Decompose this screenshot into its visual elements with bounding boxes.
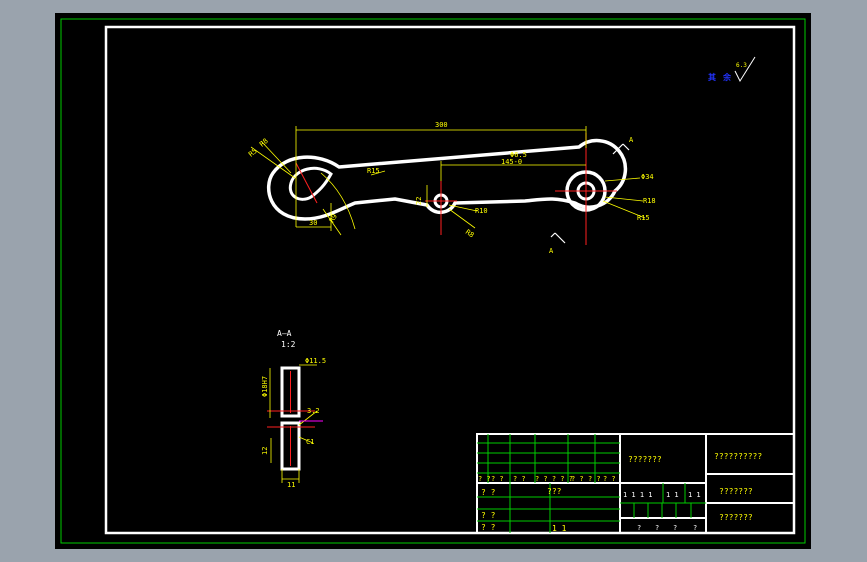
roughness-label-b: 余 xyxy=(722,72,732,82)
section-roughness: 3.2 xyxy=(307,407,320,415)
dim-r9: R9 xyxy=(328,213,339,224)
dim-r5-left: R5 xyxy=(247,147,259,159)
tb-sign-row-3: ? ? ? ? ? xyxy=(535,475,573,483)
tb-material: ??????? xyxy=(719,487,753,496)
dim-r10: R10 xyxy=(475,207,488,215)
section-view-aa[interactable]: A—A 1:2 xyxy=(261,329,326,489)
section-cut-marks xyxy=(550,143,630,244)
section-body-bottom xyxy=(280,421,301,471)
dim-width-30: 30 xyxy=(309,219,317,227)
section-a-bottom: A xyxy=(549,247,554,255)
tb-sign-row-0: ? ? xyxy=(478,475,491,483)
tb-sign-row-5: ? ? xyxy=(588,475,601,483)
tb-mid-label: ??? xyxy=(547,487,562,496)
title-block[interactable]: ??????? ?????????? ??????? ??????? ? ? ?… xyxy=(476,433,795,534)
tb-row-label-1: ? ? xyxy=(481,511,496,520)
center-lines xyxy=(295,133,617,245)
lever-part-view[interactable]: A A 300 Φ6.5 145-0 Φ34 R18 R15 R15 R8 R5… xyxy=(247,121,656,255)
dim-hole-spacing: 145-0 xyxy=(501,158,522,166)
dim-r15-right: R15 xyxy=(637,214,650,222)
lever-slot xyxy=(288,166,333,201)
tb-scale-1: 1 1 xyxy=(666,491,679,499)
roughness-value: 6.3 xyxy=(736,62,747,69)
section-dimension-lines xyxy=(269,364,318,483)
section-body-top xyxy=(280,366,301,418)
section-title: A—A xyxy=(277,329,292,338)
dimension-lines xyxy=(250,126,646,236)
drawing-svg: 其 余 6.3 xyxy=(60,18,806,544)
tb-drawing-number: ?????????? xyxy=(714,452,762,461)
lever-contour xyxy=(266,138,628,221)
tb-drawing-name: ??????? xyxy=(628,455,662,464)
section-a-top: A xyxy=(629,136,634,144)
dim-height-22: 22 xyxy=(415,197,423,205)
tb-sheet-1: ? xyxy=(655,524,659,532)
section-center-lines xyxy=(267,371,315,466)
tb-row-label-0: ? ? xyxy=(481,488,496,497)
dim-r18: R18 xyxy=(643,197,656,205)
dim-overall-length: 300 xyxy=(435,121,448,129)
tb-sign-row-4: ? ? xyxy=(571,475,584,483)
tb-row-label-2: ? ? xyxy=(481,523,496,532)
roughness-label-a: 其 xyxy=(708,72,716,82)
section-dia-label: Φ11.5 xyxy=(305,357,326,365)
dim-r8-bottom: R8 xyxy=(464,228,476,239)
dim-dia-34: Φ34 xyxy=(641,173,654,181)
dim-r8-left: R8 xyxy=(258,137,270,149)
tb-scale-2: 1 1 xyxy=(688,491,701,499)
tb-company: ??????? xyxy=(719,513,753,522)
dim-r15-slot: R15 xyxy=(367,167,380,175)
tb-sheet-0: ? xyxy=(637,524,641,532)
tb-sheet-2: ? xyxy=(673,524,677,532)
title-block-grid xyxy=(477,434,706,533)
tb-scale-0: 1 1 1 1 xyxy=(623,491,653,499)
dim-hole-dia: Φ6.5 xyxy=(510,151,527,159)
section-angle-label: C1 xyxy=(306,438,314,446)
section-bottom-dim: 11 xyxy=(287,481,295,489)
section-scale: 1:2 xyxy=(281,340,296,349)
outer-frame xyxy=(60,18,806,544)
tb-sign-row-1: ? ? xyxy=(491,475,504,483)
tb-sign-row-6: ? ? xyxy=(603,475,616,483)
inner-frame xyxy=(104,25,796,535)
section-side-label: 12 xyxy=(261,447,269,455)
drawing-canvas[interactable]: 其 余 6.3 xyxy=(55,13,811,549)
tb-sign-row-2: ? ? xyxy=(513,475,526,483)
tb-sheet-3: ? xyxy=(693,524,697,532)
tb-bottom-mark: 1 1 xyxy=(552,524,567,533)
section-height-label: Φ18H7 xyxy=(261,376,269,397)
roughness-symbol: 其 余 6.3 xyxy=(708,56,756,83)
